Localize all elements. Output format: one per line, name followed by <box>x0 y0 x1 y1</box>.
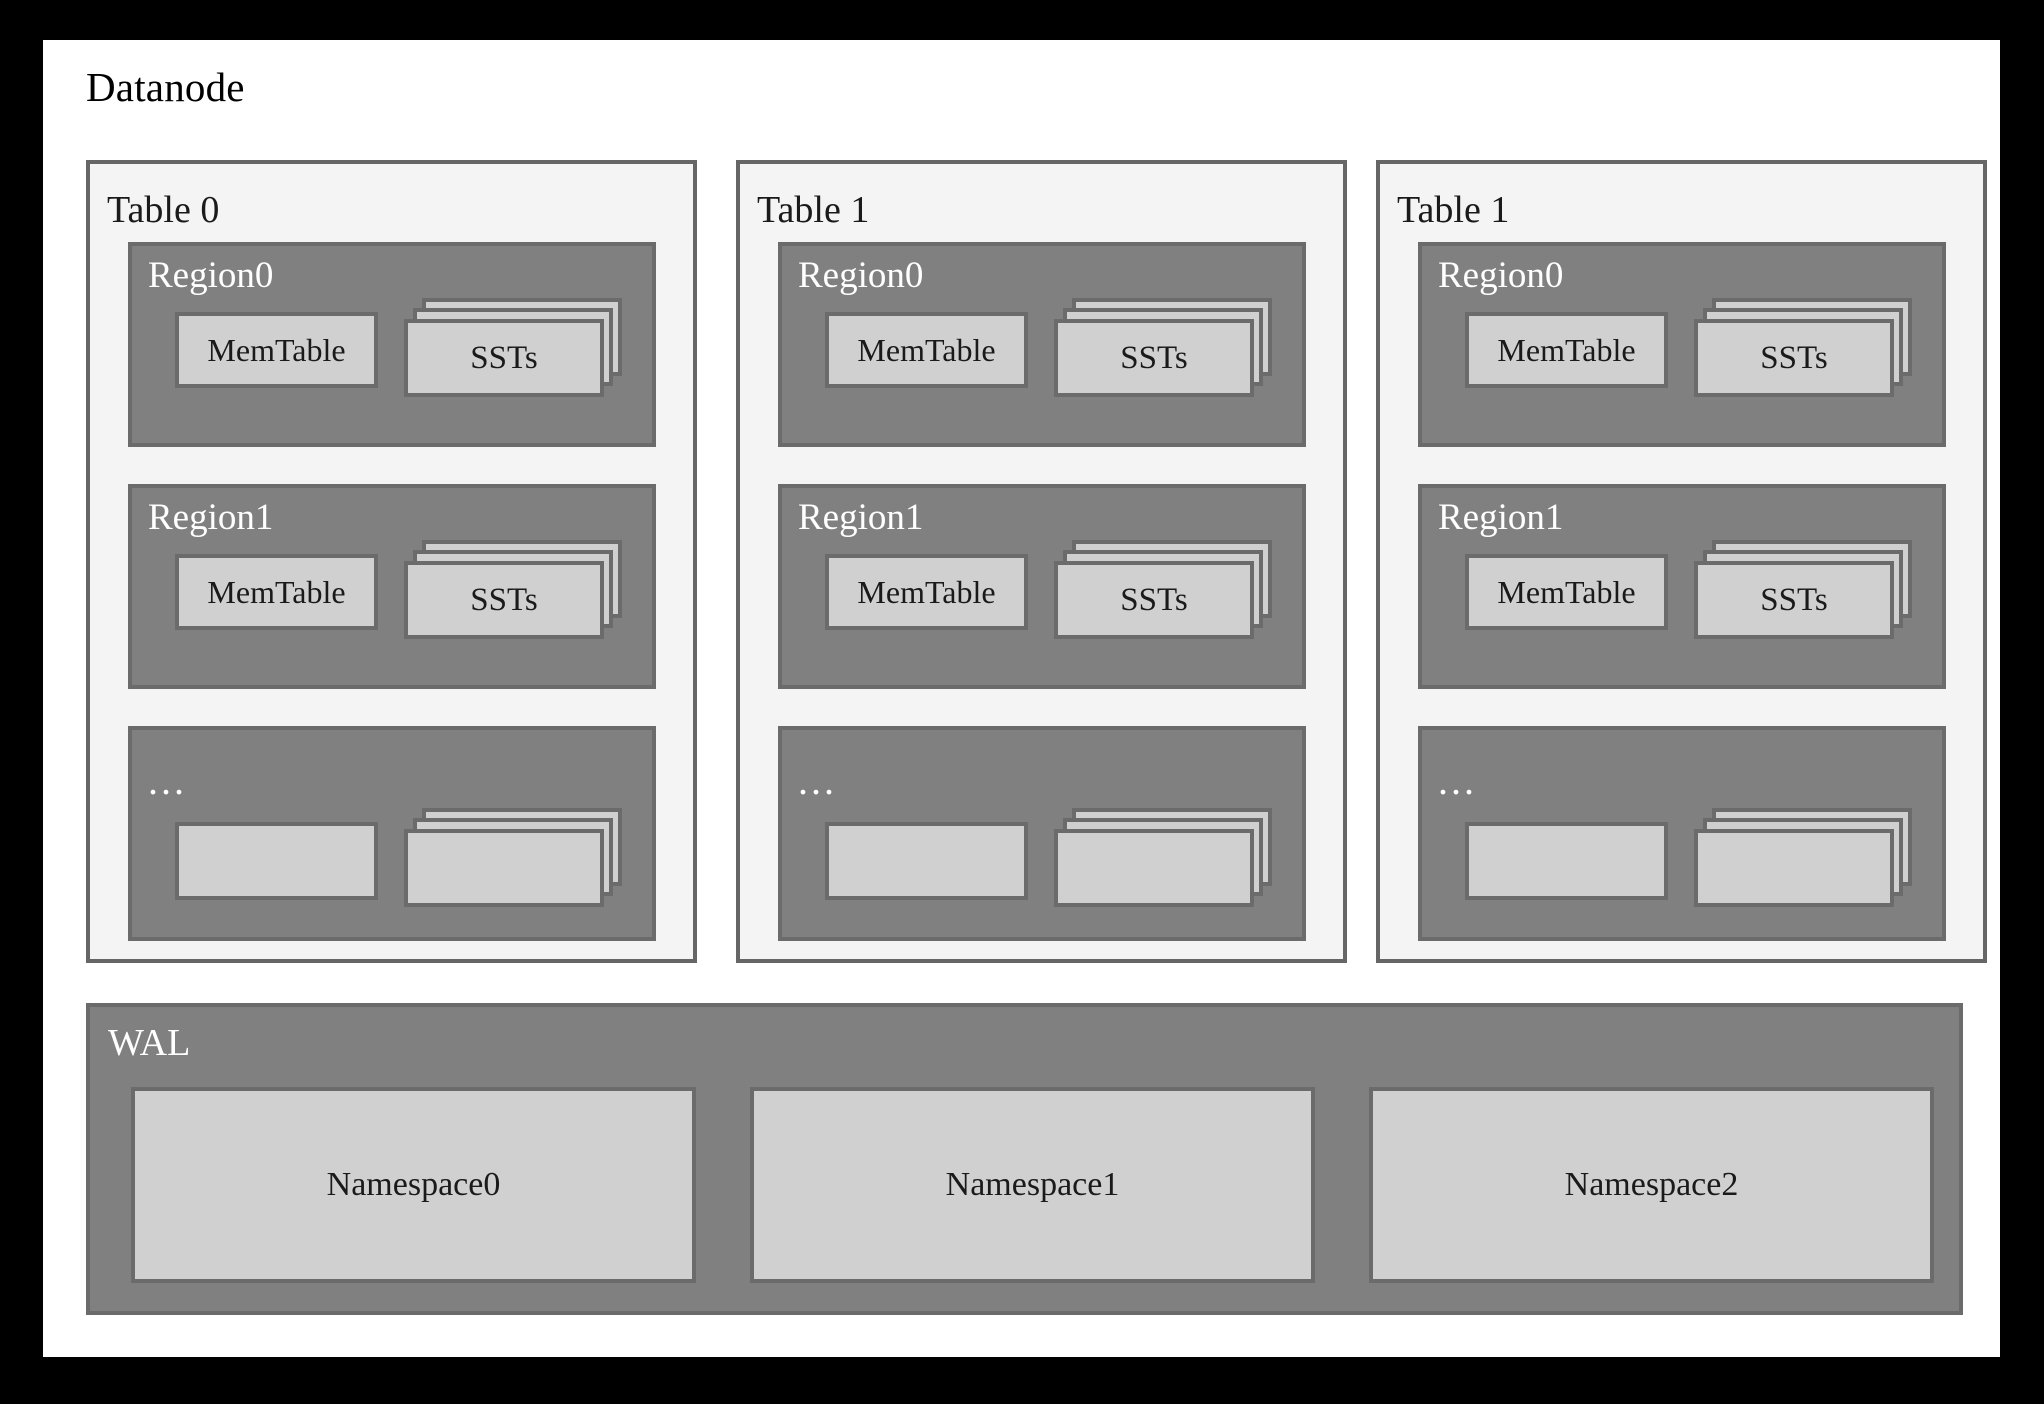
sst-sheet-front: SSTs <box>1694 561 1894 639</box>
memtable-box-2-2 <box>1465 822 1668 900</box>
region-box-0-0: Region0 MemTable SSTs <box>128 242 656 447</box>
memtable-label-1-0: MemTable <box>857 332 996 368</box>
sst-stack-2-2 <box>1694 808 1912 910</box>
sst-stack-2-1: SSTs <box>1694 540 1912 640</box>
region-box-2-0: Region0 MemTable SSTs <box>1418 242 1946 447</box>
sst-label-0-1: SSTs <box>470 582 538 618</box>
sst-stack-1-2 <box>1054 808 1272 910</box>
sst-stack-1-1: SSTs <box>1054 540 1272 640</box>
sst-label-1-0: SSTs <box>1120 340 1188 376</box>
sst-sheet-front: SSTs <box>1694 319 1894 397</box>
sst-sheet-front: SSTs <box>404 319 604 397</box>
region-title-2-1: Region1 <box>1438 497 1564 538</box>
table-title-1: Table 1 <box>757 189 870 231</box>
region-box-1-2: ... <box>778 726 1306 941</box>
table-panel-2: Table 1 Region0 MemTable SSTs <box>1376 160 1987 963</box>
table-title-2: Table 1 <box>1397 189 1510 231</box>
sst-sheet-front: SSTs <box>1054 561 1254 639</box>
memtable-label-0-0: MemTable <box>207 332 346 368</box>
memtable-label-1-1: MemTable <box>857 574 996 610</box>
sst-stack-2-0: SSTs <box>1694 298 1912 398</box>
region-title-1-1: Region1 <box>798 497 924 538</box>
region-box-1-0: Region0 MemTable SSTs <box>778 242 1306 447</box>
sst-label-0-0: SSTs <box>470 340 538 376</box>
region-title-1-0: Region0 <box>798 255 924 296</box>
sst-stack-0-1: SSTs <box>404 540 622 640</box>
sst-sheet-front <box>1694 829 1894 907</box>
namespace-label-2: Namespace2 <box>1564 1166 1739 1203</box>
sst-sheet-front <box>404 829 604 907</box>
sst-sheet-front: SSTs <box>1054 319 1254 397</box>
region-box-0-2: ... <box>128 726 656 941</box>
memtable-box-0-2 <box>175 822 378 900</box>
memtable-box-1-1: MemTable <box>825 554 1028 630</box>
memtable-box-2-0: MemTable <box>1465 312 1668 388</box>
memtable-label-2-0: MemTable <box>1497 332 1636 368</box>
region-title-2-2: ... <box>1438 758 1477 803</box>
memtable-box-2-1: MemTable <box>1465 554 1668 630</box>
memtable-label-0-1: MemTable <box>207 574 346 610</box>
region-box-2-1: Region1 MemTable SSTs <box>1418 484 1946 689</box>
region-box-2-2: ... <box>1418 726 1946 941</box>
memtable-box-0-1: MemTable <box>175 554 378 630</box>
wal-title: WAL <box>108 1022 191 1064</box>
table-panel-1: Table 1 Region0 MemTable SSTs <box>736 160 1347 963</box>
memtable-label-2-1: MemTable <box>1497 574 1636 610</box>
sst-stack-0-2 <box>404 808 622 910</box>
namespace-box-1: Namespace1 <box>750 1087 1315 1283</box>
sst-sheet-front <box>1054 829 1254 907</box>
region-title-0-1: Region1 <box>148 497 274 538</box>
memtable-box-0-0: MemTable <box>175 312 378 388</box>
sst-stack-0-0: SSTs <box>404 298 622 398</box>
sst-label-2-0: SSTs <box>1760 340 1828 376</box>
region-box-0-1: Region1 MemTable SSTs <box>128 484 656 689</box>
memtable-box-1-2 <box>825 822 1028 900</box>
datanode-panel: Datanode Table 0 Region0 MemTable SSTs <box>43 40 2000 1357</box>
sst-label-1-1: SSTs <box>1120 582 1188 618</box>
namespace-box-2: Namespace2 <box>1369 1087 1934 1283</box>
region-title-1-2: ... <box>798 758 837 803</box>
memtable-box-1-0: MemTable <box>825 312 1028 388</box>
sst-stack-1-0: SSTs <box>1054 298 1272 398</box>
table-panel-0: Table 0 Region0 MemTable SSTs <box>86 160 697 963</box>
region-title-2-0: Region0 <box>1438 255 1564 296</box>
namespace-label-0: Namespace0 <box>326 1166 501 1203</box>
region-box-1-1: Region1 MemTable SSTs <box>778 484 1306 689</box>
wal-panel: WAL Namespace0 Namespace1 Namespace2 <box>86 1003 1963 1315</box>
datanode-title: Datanode <box>86 64 245 110</box>
region-title-0-0: Region0 <box>148 255 274 296</box>
sst-label-2-1: SSTs <box>1760 582 1828 618</box>
table-title-0: Table 0 <box>107 189 220 231</box>
namespace-box-0: Namespace0 <box>131 1087 696 1283</box>
namespace-label-1: Namespace1 <box>945 1166 1120 1203</box>
region-title-0-2: ... <box>148 758 187 803</box>
tables-row: Table 0 Region0 MemTable SSTs <box>86 160 1987 980</box>
sst-sheet-front: SSTs <box>404 561 604 639</box>
